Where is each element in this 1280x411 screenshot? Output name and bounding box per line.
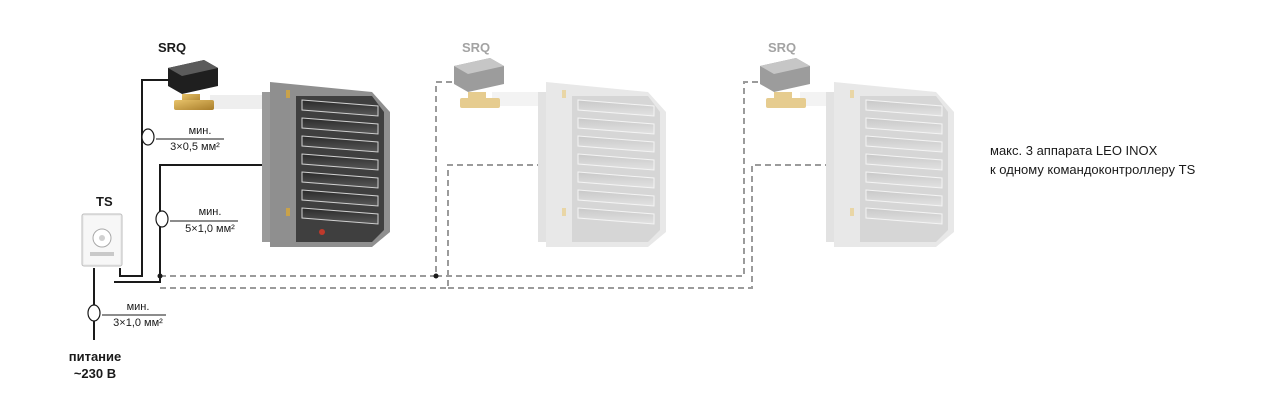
- junction-2: [157, 273, 163, 279]
- power-supply-line2: ~230 В: [73, 366, 117, 381]
- heater-cable-spec: 5×1,0 мм²: [185, 223, 235, 235]
- power-cable-min: мин.: [126, 301, 150, 313]
- heater-cable-min: мин.: [198, 206, 222, 218]
- power-cable-spec: 3×1,0 мм²: [113, 317, 163, 329]
- valve-2: [454, 58, 504, 108]
- cable-heater-3: [448, 164, 826, 289]
- thermostat-ts: [81, 213, 123, 267]
- cable-valve-3: [436, 81, 762, 277]
- valve-label-1: SRQ: [158, 40, 187, 55]
- junction-1: [433, 273, 439, 279]
- optional-cables: [160, 81, 826, 289]
- cable-heater-2: [160, 164, 538, 289]
- max-units-note: макс. 3 аппарата LEO INOX к одному коман…: [990, 141, 1195, 179]
- power-cable-ring: [87, 304, 101, 322]
- valve-label-3: SRQ: [768, 40, 797, 55]
- heater-cable-ring: [155, 210, 169, 228]
- valve-1: [168, 60, 218, 110]
- valve-cable-spec: 3×0,5 мм²: [170, 141, 220, 153]
- leader-lines: [102, 138, 238, 316]
- cable-markers: [87, 128, 169, 322]
- pipe-2: [492, 92, 544, 106]
- valve-label-2: SRQ: [462, 40, 491, 55]
- valve-cable-min: мин.: [188, 125, 212, 137]
- power-supply-label: питание ~230 В: [52, 348, 138, 382]
- valve-3: [760, 58, 810, 108]
- cable-valve-1: [119, 79, 170, 277]
- heater-unit-2: [537, 81, 667, 248]
- valve-cable-ring: [141, 128, 155, 146]
- heater-unit-3: [825, 81, 955, 248]
- heater-unit-1: [261, 81, 391, 248]
- max-units-note-line2: к одному командоконтроллеру TS: [990, 162, 1196, 177]
- power-supply-line1: питание: [68, 349, 122, 364]
- max-units-note-line1: макс. 3 аппарата LEO INOX: [990, 143, 1158, 158]
- thermostat-label: TS: [96, 194, 113, 209]
- cable-valve-2: [160, 81, 456, 277]
- pipe-1: [210, 95, 270, 109]
